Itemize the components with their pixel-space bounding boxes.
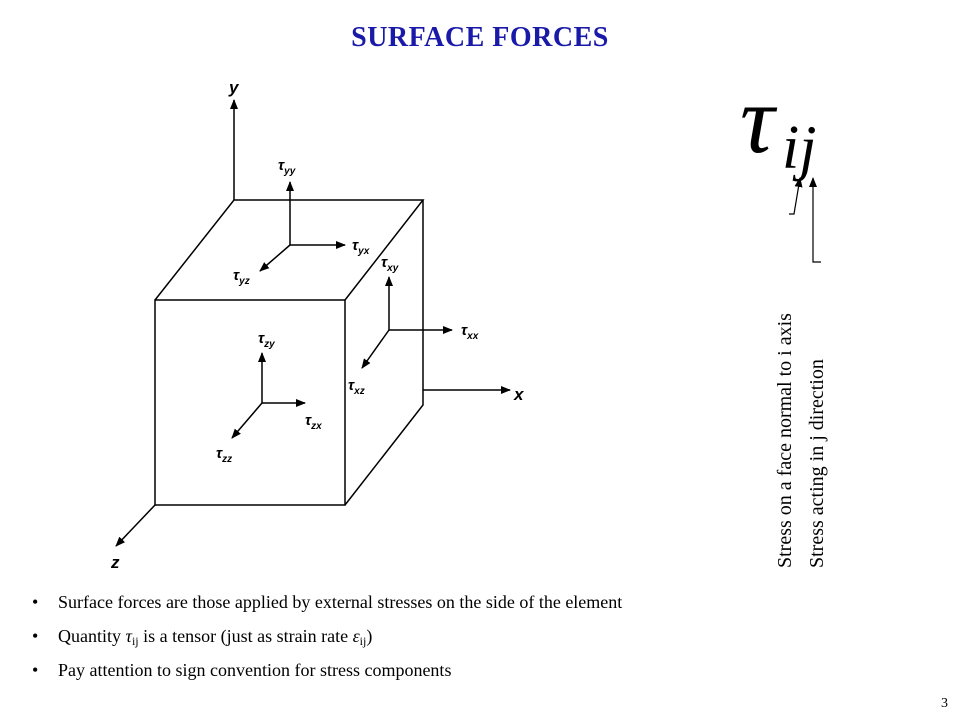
- tau-zx-label: τzx: [305, 412, 322, 432]
- note-i-index: Stress on a face normal to i axis: [774, 313, 796, 568]
- tau-yx-label: τyx: [352, 237, 370, 257]
- tau-yz-label: τyz: [233, 267, 250, 287]
- tau-symbol: τ: [125, 626, 132, 646]
- bullet-text-mid: is a tensor (just as strain rate: [138, 626, 353, 646]
- bullet-text-post: ): [366, 626, 373, 646]
- z-axis-label: z: [110, 553, 120, 572]
- tau-zy-label: τzy: [258, 330, 275, 350]
- notation-pointer-arrows: [789, 177, 821, 263]
- cube-right-face: [344, 200, 424, 506]
- x-axis-label: x: [513, 385, 525, 404]
- y-axis-label: y: [228, 78, 240, 97]
- bullet-item: • Quantity τij is a tensor (just as stra…: [30, 619, 622, 653]
- epsilon-subscript: ij: [359, 634, 367, 648]
- front-face-stress-arrows: [231, 352, 306, 439]
- bullet-item: • Surface forces are those applied by ex…: [30, 585, 622, 619]
- top-face-stress-arrows: [259, 181, 346, 272]
- tau-zz-label: τzz: [216, 445, 232, 465]
- tau-xx-label: τxx: [461, 322, 479, 342]
- bullet-marker: •: [32, 660, 39, 680]
- bullet-item: • Pay attention to sign convention for s…: [30, 653, 622, 687]
- bullet-text: Surface forces are those applied by exte…: [58, 592, 623, 612]
- bullet-text-pre: Quantity: [58, 626, 126, 646]
- tau-xz-label: τxz: [348, 377, 365, 397]
- right-face-stress-arrows: [361, 276, 453, 369]
- cube-front-face: [154, 299, 346, 506]
- note-j-index: Stress acting in j direction: [806, 359, 828, 568]
- tau-notation-subscript: ij: [782, 114, 816, 182]
- tau-notation-symbol: τ: [740, 66, 778, 173]
- cube: [154, 199, 425, 506]
- slide-title: SURFACE FORCES: [351, 22, 609, 53]
- bullet-marker: •: [32, 592, 39, 612]
- z-axis: [115, 504, 156, 547]
- tau-subscript: ij: [131, 634, 139, 648]
- page-number: 3: [941, 696, 948, 711]
- cube-top-face: [154, 199, 425, 301]
- tau-yy-label: τyy: [278, 157, 296, 177]
- coordinate-axes: [115, 99, 511, 547]
- bullet-marker: •: [32, 626, 39, 646]
- tau-xy-label: τxy: [381, 254, 399, 274]
- epsilon-symbol: ε: [352, 626, 360, 646]
- bullet-list: • Surface forces are those applied by ex…: [30, 585, 622, 687]
- bullet-text: Pay attention to sign convention for str…: [58, 660, 452, 680]
